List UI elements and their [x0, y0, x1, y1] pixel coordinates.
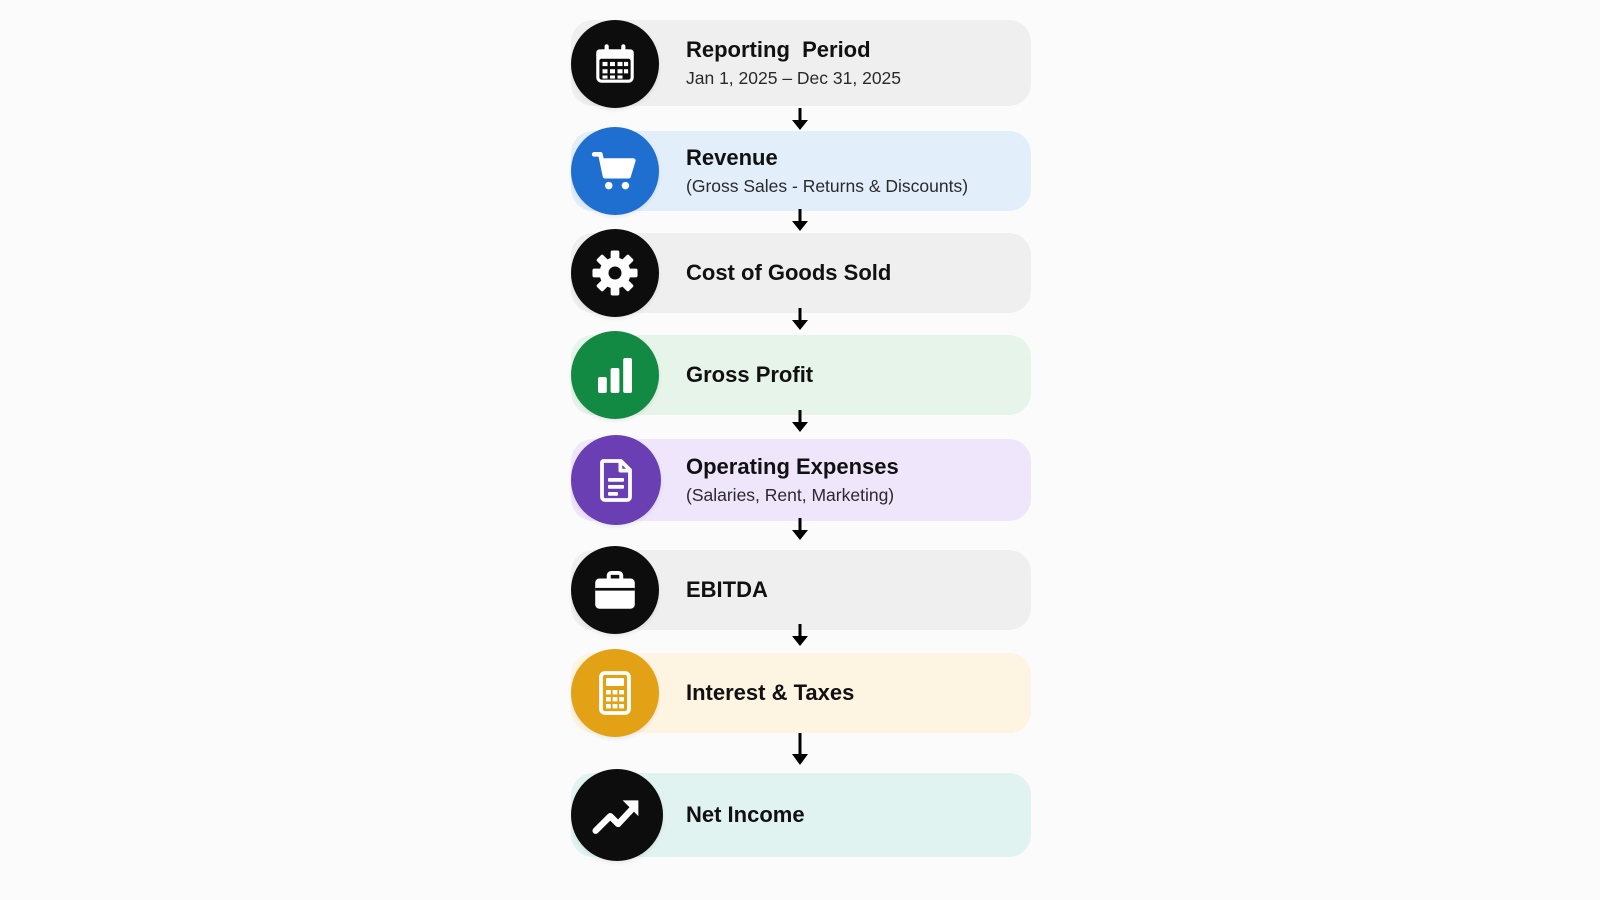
- step-subtitle: Jan 1, 2025 – Dec 31, 2025: [686, 68, 902, 88]
- trending-up-icon: [571, 769, 663, 861]
- step-title: Net Income: [686, 802, 805, 827]
- step-text: Interest & Taxes: [686, 649, 1021, 737]
- step-title: Interest & Taxes: [686, 680, 855, 705]
- step-subtitle: (Salaries, Rent, Marketing): [686, 485, 895, 505]
- document-icon: [571, 435, 661, 525]
- arrow-down-icon: [789, 624, 811, 648]
- step-subtitle: (Gross Sales - Returns & Discounts): [686, 176, 969, 196]
- step-title: Reporting Period: [686, 37, 871, 62]
- calendar-icon: [571, 20, 659, 108]
- step-title: Cost of Goods Sold: [686, 260, 892, 285]
- arrow-down-icon: [789, 733, 811, 767]
- step-text: Revenue (Gross Sales - Returns & Discoun…: [686, 127, 1021, 215]
- arrow-down-icon: [789, 209, 811, 233]
- step-text: Net Income: [686, 769, 1021, 861]
- step-title: Operating Expenses: [686, 454, 899, 479]
- step-net-income: Net Income: [571, 769, 1031, 861]
- gear-icon: [571, 229, 659, 317]
- arrow-down-icon: [789, 518, 811, 542]
- step-title: Gross Profit: [686, 362, 814, 387]
- shopping-cart-icon: [571, 127, 659, 215]
- step-text: EBITDA: [686, 546, 1021, 634]
- step-ebitda: EBITDA: [571, 546, 1031, 634]
- step-title: Revenue: [686, 145, 778, 170]
- step-operating-expenses: Operating Expenses (Salaries, Rent, Mark…: [571, 435, 1031, 525]
- calculator-icon: [571, 649, 659, 737]
- step-interest-and-taxes: Interest & Taxes: [571, 649, 1031, 737]
- step-text: Gross Profit: [686, 331, 1021, 419]
- step-text: Operating Expenses (Salaries, Rent, Mark…: [686, 435, 1021, 525]
- step-text: Cost of Goods Sold: [686, 229, 1021, 317]
- step-revenue: Revenue (Gross Sales - Returns & Discoun…: [571, 127, 1031, 215]
- step-gross-profit: Gross Profit: [571, 331, 1031, 419]
- step-cost-of-goods-sold: Cost of Goods Sold: [571, 229, 1031, 317]
- step-reporting-period: Reporting Period Jan 1, 2025 – Dec 31, 2…: [571, 20, 1031, 110]
- arrow-down-icon: [789, 108, 811, 132]
- briefcase-icon: [571, 546, 659, 634]
- step-title: EBITDA: [686, 577, 768, 602]
- bar-chart-icon: [571, 331, 659, 419]
- step-text: Reporting Period Jan 1, 2025 – Dec 31, 2…: [686, 20, 1021, 106]
- arrow-down-icon: [789, 410, 811, 434]
- arrow-down-icon: [789, 308, 811, 332]
